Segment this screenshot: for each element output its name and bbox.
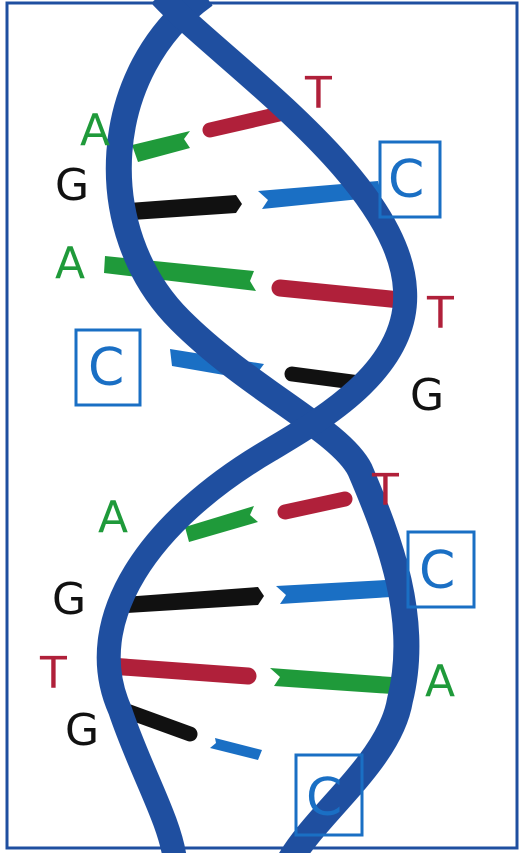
left-label-4: C [88, 338, 124, 398]
left-label-6: G [52, 574, 86, 625]
base-pair [110, 666, 392, 694]
rung-right-C3 [210, 738, 262, 760]
left-label-5: A [98, 492, 128, 543]
base-pair [124, 579, 407, 613]
left-label-1: A [80, 105, 110, 156]
right-label-1: T [304, 68, 332, 119]
rung-left-T [110, 666, 248, 676]
right-label-8: C [306, 768, 342, 828]
rung-right-A [270, 668, 392, 694]
left-label-7: T [39, 648, 67, 699]
rung-right-T2 [280, 288, 400, 300]
base-pair [115, 181, 380, 221]
right-label-5: T [371, 465, 399, 516]
left-label-8: G [65, 705, 99, 756]
right-label-4: G [410, 370, 444, 421]
right-label-7: A [425, 656, 455, 707]
left-label-3: A [55, 238, 85, 289]
right-label-2: C [388, 150, 424, 210]
rung-left-G2 [124, 587, 264, 613]
left-label-2: G [55, 160, 89, 211]
base-pair [132, 112, 288, 162]
rung-left-A [132, 131, 190, 162]
right-label-6: C [419, 541, 455, 601]
rung-right-T3 [285, 499, 345, 512]
right-label-3: T [426, 288, 454, 339]
